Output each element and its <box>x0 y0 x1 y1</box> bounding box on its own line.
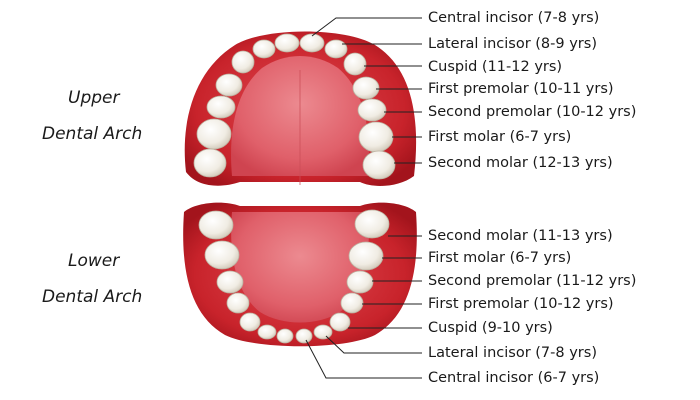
lower-second-premolar-left <box>346 270 374 294</box>
leader-lower-central-incisor <box>305 339 422 379</box>
upper-arch-title-line1: Upper <box>68 88 120 108</box>
lower-teeth <box>198 209 390 344</box>
label-lower-second-premolar: Second premolar (11-12 yrs) <box>428 273 637 289</box>
upper-arch-title-line2: Dental Arch <box>42 124 143 144</box>
upper-central-incisor-right <box>274 33 300 53</box>
upper-first-premolar-right <box>215 73 243 97</box>
lower-second-molar-right <box>198 210 234 240</box>
lower-first-premolar-left <box>340 292 364 314</box>
upper-lateral-incisor-right <box>252 39 276 59</box>
upper-second-molar-left <box>362 150 396 180</box>
label-lower-central-incisor: Central incisor (6-7 yrs) <box>428 370 600 386</box>
upper-first-molar-right <box>196 118 232 150</box>
upper-leader-lines <box>311 17 422 164</box>
leader-lower-lateral-incisor <box>325 335 422 354</box>
label-lower-cuspid: Cuspid (9-10 yrs) <box>428 320 553 336</box>
lower-central-incisor-right <box>276 328 294 344</box>
lower-first-molar-right <box>204 240 240 270</box>
upper-second-premolar-right <box>206 95 236 119</box>
lower-lateral-incisor-right <box>257 324 277 340</box>
lower-cuspid-left <box>329 312 351 332</box>
lower-first-premolar-right <box>226 292 250 314</box>
upper-central-incisor-left <box>299 33 325 53</box>
upper-second-premolar-left <box>357 98 387 122</box>
lower-lateral-incisor-left <box>313 324 333 340</box>
label-upper-lateral-incisor: Lateral incisor (8-9 yrs) <box>428 36 597 52</box>
upper-lateral-incisor-left <box>324 39 348 59</box>
lower-leader-lines <box>305 235 422 379</box>
label-lower-first-premolar: First premolar (10-12 yrs) <box>428 296 614 312</box>
lower-second-molar-left <box>354 209 390 239</box>
label-upper-cuspid: Cuspid (11-12 yrs) <box>428 59 563 75</box>
upper-first-premolar-left <box>352 76 380 100</box>
lower-cuspid-right <box>239 312 261 332</box>
lower-first-molar-left <box>348 241 384 271</box>
upper-second-molar-right <box>193 148 227 178</box>
label-lower-first-molar: First molar (6-7 yrs) <box>428 250 572 266</box>
upper-first-molar-left <box>358 121 394 153</box>
label-upper-central-incisor: Central incisor (7-8 yrs) <box>428 10 600 26</box>
upper-cuspid-left <box>343 52 367 76</box>
label-upper-second-molar: Second molar (12-13 yrs) <box>428 155 613 171</box>
lower-tongue-area <box>231 212 369 323</box>
leader-upper-central-incisor <box>311 17 422 37</box>
lower-central-incisor-left <box>295 328 313 344</box>
upper-cuspid-right <box>231 50 255 74</box>
lower-arch-title-line2: Dental Arch <box>42 287 143 307</box>
label-upper-second-premolar: Second premolar (10-12 yrs) <box>428 104 637 120</box>
label-upper-first-molar: First molar (6-7 yrs) <box>428 129 572 145</box>
label-lower-lateral-incisor: Lateral incisor (7-8 yrs) <box>428 345 597 361</box>
lower-arch-title-line1: Lower <box>68 251 120 271</box>
label-lower-second-molar: Second molar (11-13 yrs) <box>428 228 613 244</box>
upper-teeth <box>193 33 396 180</box>
label-upper-first-premolar: First premolar (10-11 yrs) <box>428 81 614 97</box>
lower-second-premolar-right <box>216 270 244 294</box>
